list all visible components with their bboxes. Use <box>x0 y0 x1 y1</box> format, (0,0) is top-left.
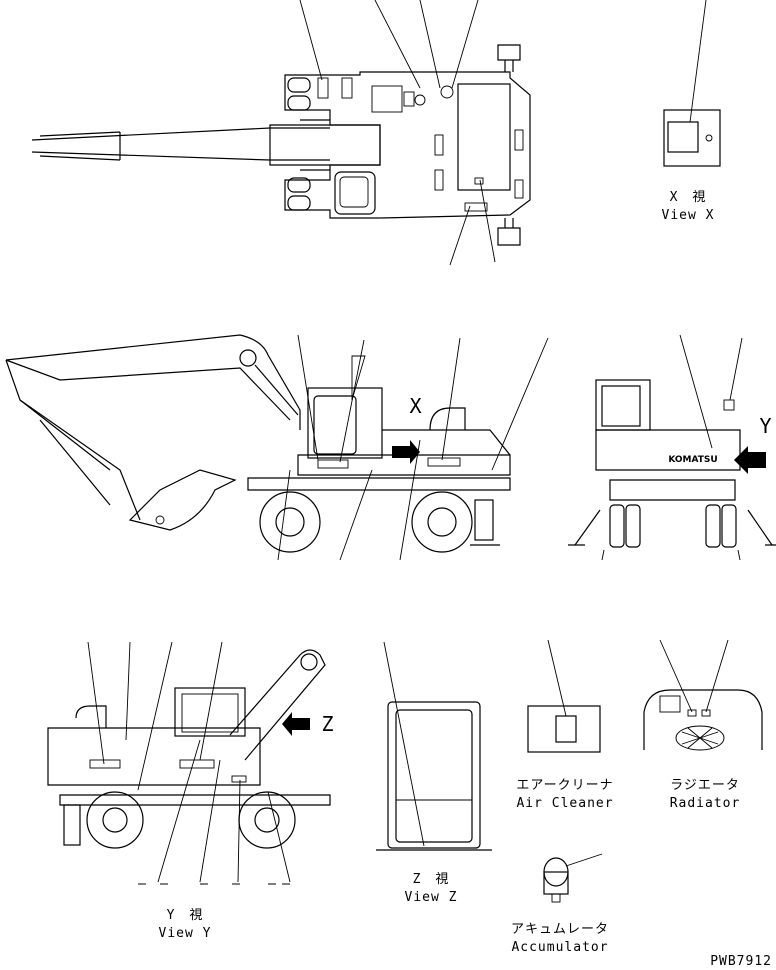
marker-z: Z <box>321 712 335 736</box>
air-cleaner-drawing <box>527 639 601 753</box>
view-x-jp-label: X 視 <box>669 190 707 205</box>
accumulator-en-label: Accumulator <box>511 940 609 955</box>
accumulator-jp-label: アキュムレータ <box>510 922 609 937</box>
view-z-en-label: View Z <box>404 890 458 905</box>
view-y-jp-label: Y 視 <box>166 908 204 923</box>
side-view-drawing <box>5 334 549 561</box>
radiator-drawing <box>643 639 763 751</box>
radiator-jp-label: ラジエータ <box>670 778 740 793</box>
view-x-drawing <box>663 0 721 167</box>
marker-x: X <box>409 394 423 418</box>
view-z-jp-label: Z 視 <box>412 872 450 887</box>
view-y-en-label: View Y <box>158 926 212 941</box>
view-y-drawing <box>47 641 331 885</box>
rear-view-drawing <box>568 334 776 561</box>
air-cleaner-en-label: Air Cleaner <box>516 796 614 811</box>
accumulator-drawing <box>543 853 603 903</box>
marker-y: Y <box>759 414 773 438</box>
drawing-code: PWB7912 <box>710 954 772 969</box>
air-cleaner-jp-label: エアークリーナ <box>516 778 614 793</box>
view-z-drawing <box>376 641 492 851</box>
top-view-drawing <box>31 0 531 266</box>
radiator-en-label: Radiator <box>669 796 741 811</box>
view-x-en-label: View X <box>661 208 715 223</box>
komatsu-logo: KOMATSU <box>668 455 718 465</box>
